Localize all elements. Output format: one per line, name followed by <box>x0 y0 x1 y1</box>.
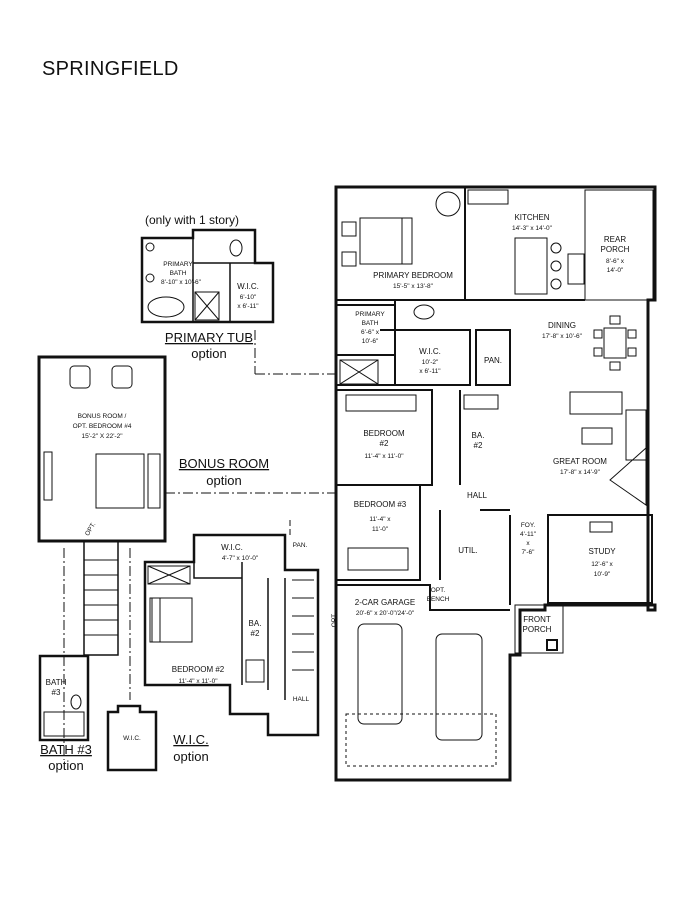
bedroom3-dims-1: 11'-4" x <box>369 516 391 523</box>
wic-option-plan <box>106 704 158 772</box>
upstairs-pantry-label: PAN. <box>293 542 308 549</box>
opt-bench-label-1: OPT. <box>431 587 446 594</box>
upstairs-bedroom-label: BEDROOM #2 <box>172 665 225 674</box>
upstairs-bath-label-1: BA. <box>249 619 262 628</box>
upstairs-bath-label-2: #2 <box>251 629 260 638</box>
foyer-dims-1: 4'-11" <box>520 531 537 538</box>
rear-porch-label-1: REAR <box>604 235 626 244</box>
bedroom2-bed <box>345 394 417 412</box>
upstairs-wic-dims: 4'-7" x 10'-0" <box>222 555 259 562</box>
hall-label: HALL <box>467 491 488 500</box>
study-label: STUDY <box>588 547 616 556</box>
primary-bedroom-label: PRIMARY BEDROOM <box>373 271 453 280</box>
wic-dims-2: x 6'-11" <box>419 368 441 375</box>
primary-tub-bath-dims: 8'-10" x 10'-6" <box>161 279 202 286</box>
bonus-room-caption: BONUS ROOM <box>179 456 269 471</box>
primary-bath-dims-1: 6'-6" x <box>361 329 380 336</box>
primary-tub-bath-label-1: PRIMARY <box>163 261 193 268</box>
bonus-room-label-2: OPT. BEDROOM #4 <box>73 423 132 430</box>
garage-dims: 20'-6" x 20'-0"/24'-0" <box>356 610 415 617</box>
great-room-sofa <box>569 391 623 415</box>
foyer-dims-3: 7'-6" <box>522 549 536 556</box>
primary-bedroom-dims: 15'-5" x 13'-8" <box>393 283 434 290</box>
bath3-caption: BATH #3 <box>40 742 92 757</box>
kitchen-label: KITCHEN <box>514 213 549 222</box>
front-porch-label-2: PORCH <box>523 625 552 634</box>
bath3-option-plan <box>38 654 90 742</box>
bath2-label-2: #2 <box>474 441 483 450</box>
dining-dims: 17'-8" x 10'-6" <box>542 333 583 340</box>
primary-tub-wic-dims-1: 6'-10" <box>240 294 257 301</box>
pantry-outline <box>475 329 511 386</box>
wic-option-room-label: W.I.C. <box>123 735 141 742</box>
utility-label: UTIL. <box>458 546 478 555</box>
kitchen-island <box>514 237 548 295</box>
front-porch-label-1: FRONT <box>523 615 551 624</box>
primary-bath-walls <box>336 304 471 386</box>
primary-bath-label-1: PRIMARY <box>355 311 385 318</box>
upstairs-wic-label: W.I.C. <box>221 543 243 552</box>
upstairs-plan <box>143 520 320 737</box>
rear-porch-dims-1: 8'-6" x <box>606 258 625 265</box>
bath3-room-label-1: BATH <box>46 678 67 687</box>
primary-bed <box>359 217 413 265</box>
rear-porch-dims-2: 14'-0" <box>607 267 624 274</box>
primary-tub-wic-dims-2: x 6'-11" <box>237 303 259 310</box>
pantry-label: PAN. <box>484 356 502 365</box>
bedroom2-dims: 11'-4" x 11'-0" <box>364 453 404 460</box>
foyer-label: FOY. <box>521 522 536 529</box>
bedroom2-label-1: BEDROOM <box>363 429 405 438</box>
garage-opt-label: OPT. <box>331 613 338 628</box>
bedroom3-walls <box>336 484 421 581</box>
bath3-room-label-2: #3 <box>52 688 61 697</box>
study-outline <box>547 514 653 604</box>
main-floor-plan <box>165 185 657 782</box>
bonus-room-dims: 15'-2" X 22'-2" <box>81 433 123 440</box>
primary-tub-caption-sub: option <box>191 346 226 361</box>
great-room-label: GREAT ROOM <box>553 457 607 466</box>
wic-option-caption: W.I.C. <box>173 732 208 747</box>
page-title: SPRINGFIELD <box>42 58 179 80</box>
upstairs-bedroom-dims: 11'-4" x 11'-0" <box>178 678 218 685</box>
garage-label: 2-CAR GARAGE <box>355 598 415 607</box>
car-left <box>357 623 403 725</box>
bedroom3-label: BEDROOM #3 <box>354 500 407 509</box>
upstairs-hall-label: HALL <box>293 696 310 703</box>
wic-option-caption-sub: option <box>173 749 208 764</box>
primary-tub-bath-label-2: BATH <box>170 270 187 277</box>
kitchen-dims: 14'-3" x 14'-0" <box>512 225 553 232</box>
primary-bath-label-2: BATH <box>362 320 379 327</box>
dining-label: DINING <box>548 321 576 330</box>
study-dims-1: 12'-6" x <box>591 561 613 568</box>
rear-porch-label-2: PORCH <box>601 245 630 254</box>
bath3-caption-sub: option <box>48 758 83 773</box>
primary-tub-caption: PRIMARY TUB <box>165 330 253 345</box>
opt-bench-label-2: BENCH <box>427 596 450 603</box>
utility-walls <box>439 509 511 605</box>
wic-dims-1: 10'-2" <box>422 359 439 366</box>
bonus-room-label-1: BONUS ROOM / <box>78 413 127 420</box>
bedroom3-dims-2: 11'-0" <box>372 526 389 533</box>
foyer-dims-2: x <box>526 540 530 547</box>
primary-bath-dims-2: 10'-6" <box>362 338 379 345</box>
primary-bedroom-walls <box>336 299 465 356</box>
wic-label: W.I.C. <box>419 347 441 356</box>
bonus-room-opt-label: OPT. <box>84 521 97 537</box>
front-porch-outline <box>514 604 564 654</box>
bonus-room-caption-sub: option <box>206 473 241 488</box>
dining-table <box>603 327 627 359</box>
great-room-dims: 17'-8" x 14'-9" <box>560 469 601 476</box>
primary-tub-wic-label: W.I.C. <box>237 282 259 291</box>
bedroom2-label-2: #2 <box>380 439 389 448</box>
primary-tub-option-plan <box>140 228 275 324</box>
rear-porch-outline <box>584 189 654 301</box>
bedroom3-bed <box>347 547 409 571</box>
garage-walls <box>336 584 510 611</box>
car-right <box>435 633 483 741</box>
study-dims-2: 10'-9" <box>594 571 611 578</box>
bath2-label-1: BA. <box>472 431 485 440</box>
primary-tub-note: (only with 1 story) <box>145 213 239 227</box>
